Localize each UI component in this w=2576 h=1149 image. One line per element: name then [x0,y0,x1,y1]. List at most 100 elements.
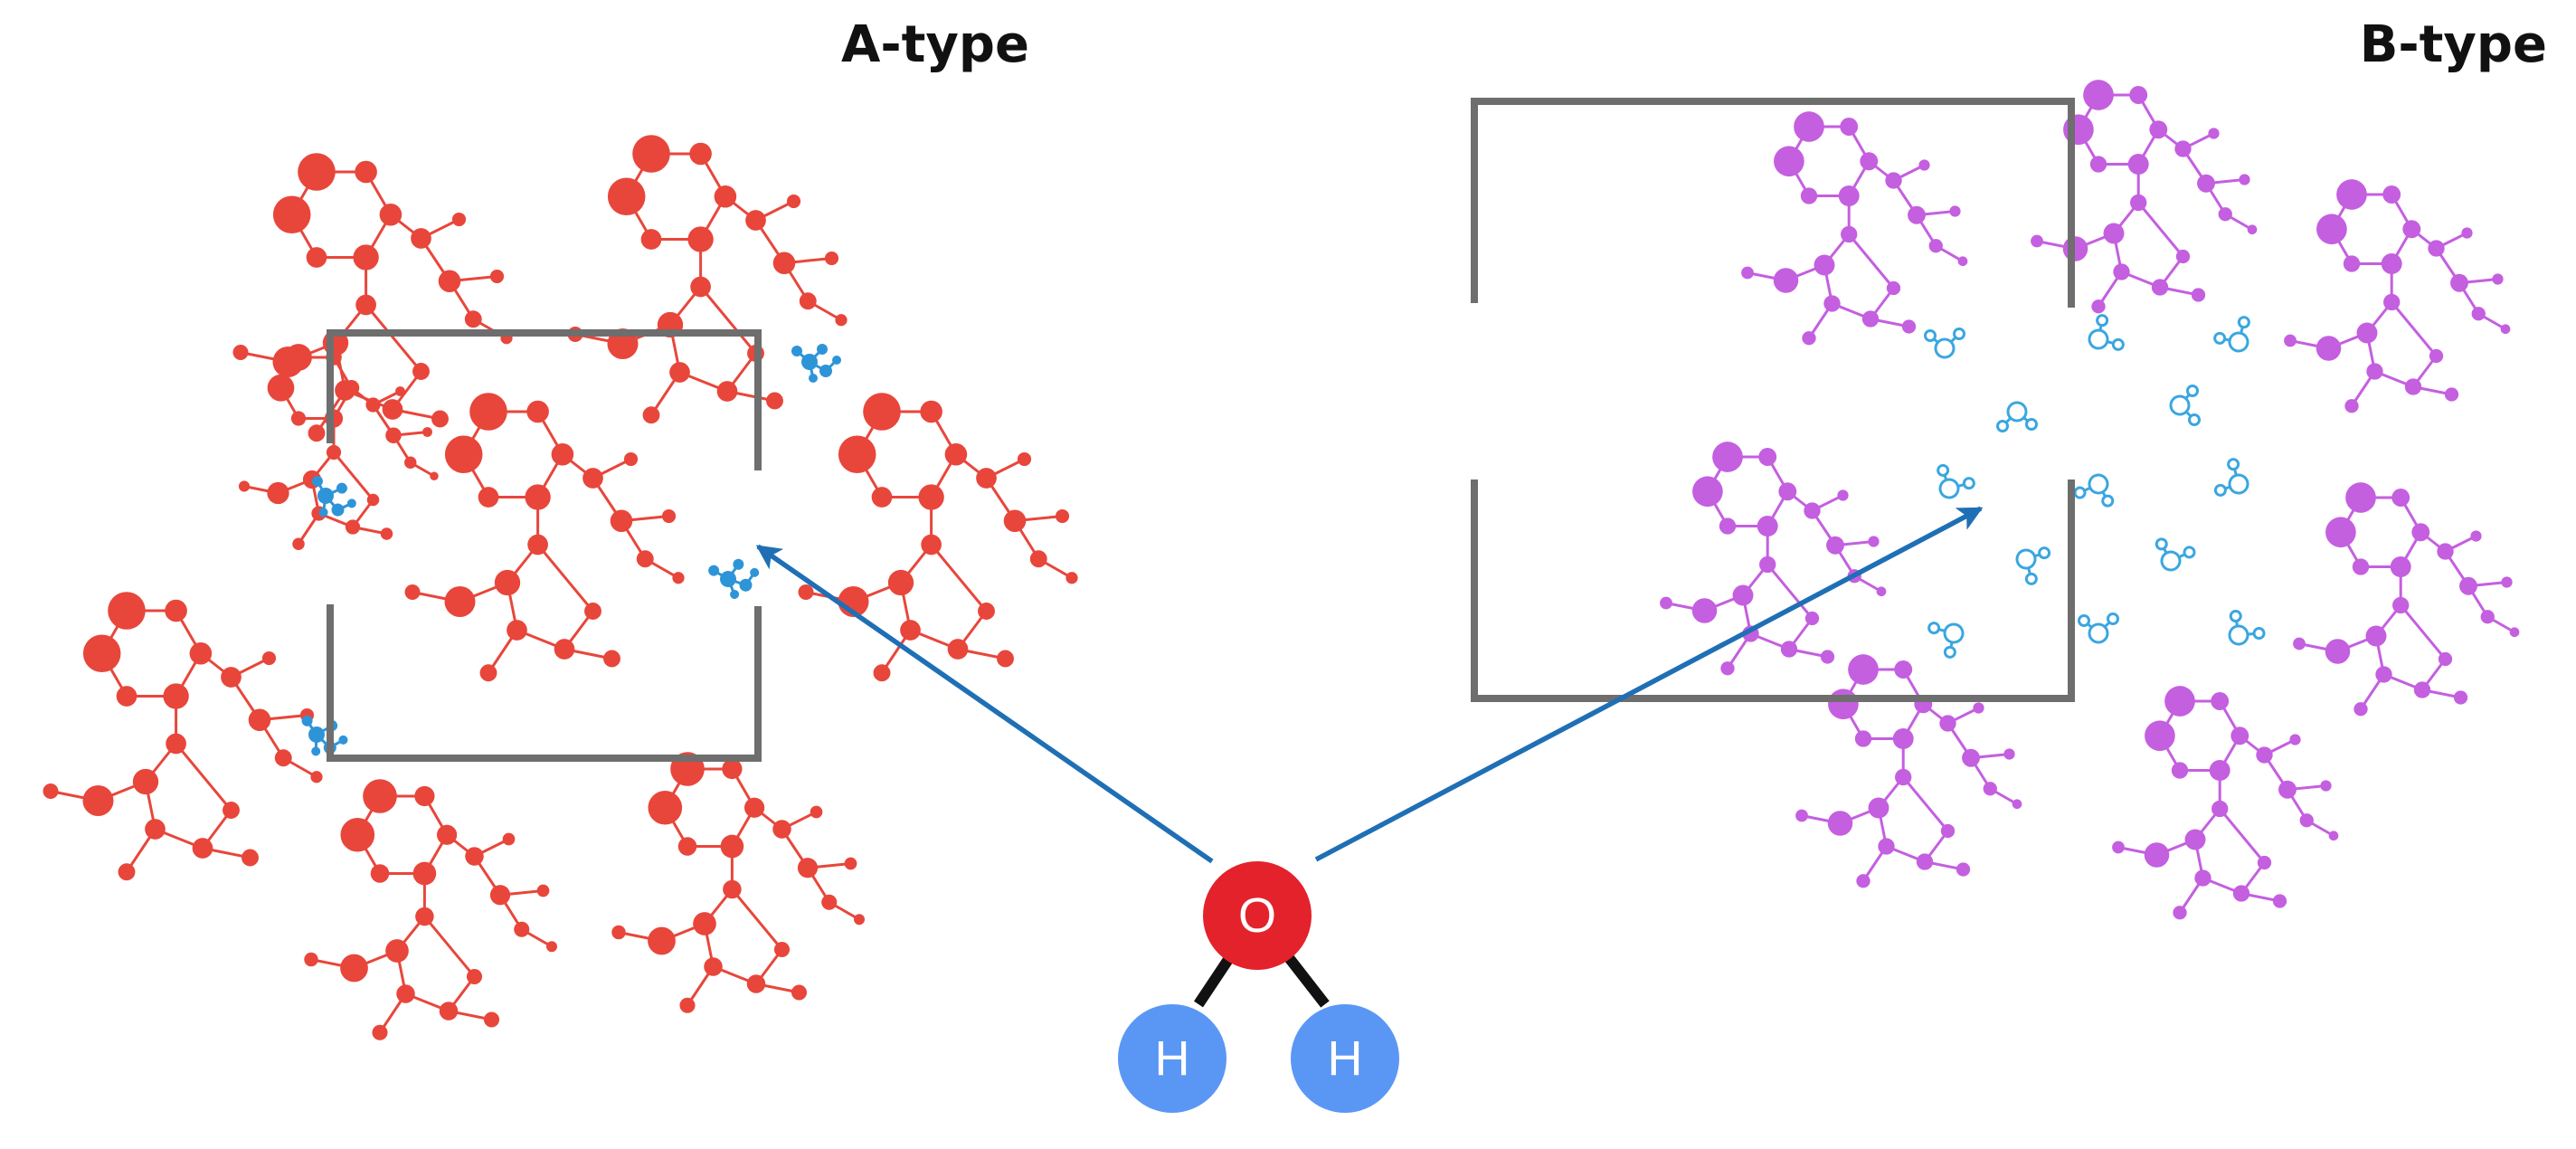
atom [2392,596,2410,614]
a-type-channel-water [311,475,356,518]
atom [267,481,289,505]
atom [82,634,121,673]
atom [469,393,507,431]
water-molecule: O H H [1118,861,1399,1113]
atom [306,247,327,268]
atom [272,195,311,234]
bond [1848,233,1895,290]
atom [438,270,461,293]
atom [1712,442,1743,472]
atom [1895,768,1912,786]
atom [1956,862,1971,877]
atom [871,487,893,508]
atom [669,362,690,383]
atom [145,819,166,840]
atom [2438,651,2453,667]
atom [1878,838,1895,855]
atom [1804,611,1820,626]
atom [854,914,865,926]
atom [745,210,766,231]
atom [1908,205,1926,224]
bond [1766,564,1814,620]
atom [1017,451,1032,467]
atom [1719,518,1737,535]
atom [2256,746,2273,764]
atom [1973,702,1984,714]
atom [1758,448,1777,466]
atom [396,984,415,1003]
atom [689,142,712,166]
atom [2112,840,2125,854]
atom [2353,702,2368,717]
a-type-title: A-type [841,15,1029,74]
b-type-channel-water [1937,463,1975,499]
atom [292,537,305,550]
atom [1886,280,1901,296]
atom [1691,598,1718,623]
atom [2390,556,2411,577]
atom [379,203,402,226]
atom [2375,666,2392,683]
atom [365,397,381,413]
atom [1868,797,1889,819]
atom [766,392,783,410]
atom [1065,572,1078,584]
atom [582,468,603,489]
b-type-molecule [2031,80,2258,314]
b-type-molecule [1660,442,1887,676]
a-type-channel-water [791,344,841,383]
atom [238,480,251,492]
atom [2278,780,2297,799]
atom [2344,399,2359,413]
atom [345,519,361,535]
atom [835,314,848,327]
atom [1837,489,1849,501]
atom [1892,728,1914,749]
atom [921,534,942,556]
atom [546,941,557,953]
b-type-channel-water [1996,401,2038,432]
atom [2428,240,2445,257]
atom [412,363,430,380]
atom [636,550,654,568]
atom [1885,172,1902,189]
atom [1804,502,1821,519]
atom [746,974,766,993]
atom [810,805,823,819]
atom [2299,813,2314,828]
atom [1757,516,1778,537]
atom [723,879,742,899]
atom [2175,249,2191,264]
atom [687,226,714,252]
atom [108,592,146,630]
atom [2336,179,2367,210]
a-type-unit-cell-frame [327,329,762,762]
a-type-channel-water [708,558,760,600]
atom [1692,476,1723,508]
a-type-molecule [404,393,685,682]
atom [465,847,484,866]
atom [2293,637,2306,650]
b-type-title: B-type [2359,15,2547,74]
atom [221,667,242,688]
bond [699,286,757,355]
atom [2211,800,2229,818]
bond [2137,202,2184,258]
atom [607,177,646,216]
atom [2191,288,2206,302]
atom [997,650,1014,668]
atom [838,435,876,474]
atom [1802,331,1816,346]
atom [1003,509,1027,533]
atom [1856,874,1870,888]
atom [536,884,550,897]
atom [290,411,307,426]
atom [2471,307,2486,321]
b-type-channel-water [2155,537,2196,572]
atom [2501,576,2513,588]
atom [821,894,838,910]
atom [414,785,435,807]
atom [1901,319,1917,334]
atom [308,424,326,442]
atom [672,572,685,584]
